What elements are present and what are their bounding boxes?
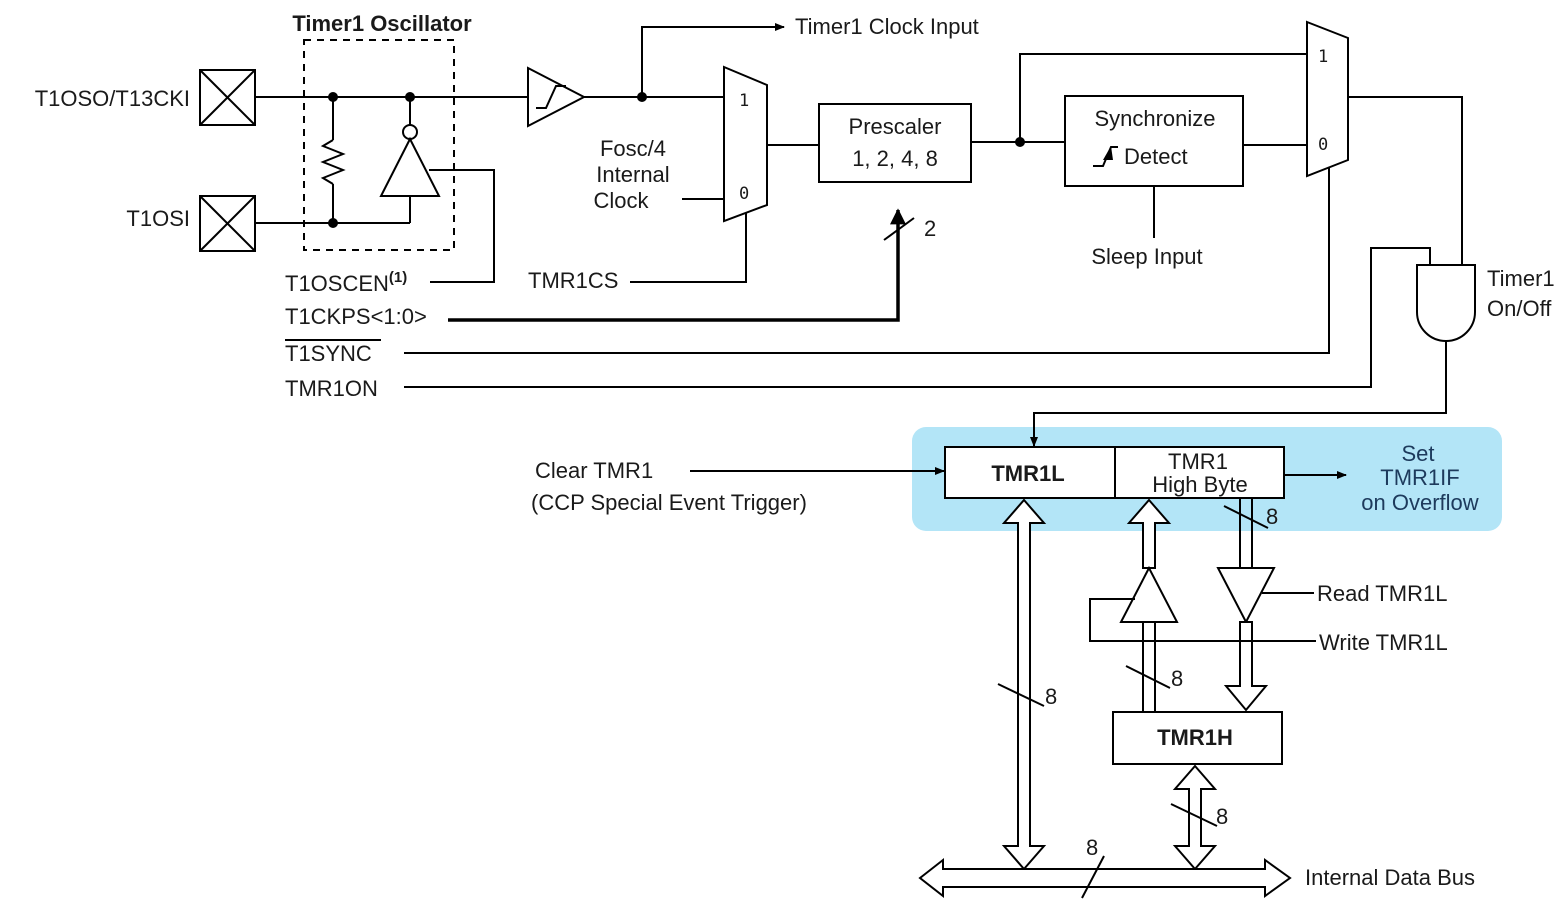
mux1-input-0: 0 <box>739 184 749 204</box>
prescaler-title: Prescaler <box>849 114 942 139</box>
fosc-line-2: Internal <box>596 162 669 187</box>
set-flag-line-3: on Overflow <box>1361 490 1478 515</box>
tmr1-high-line-2: High Byte <box>1152 472 1247 497</box>
prescaler-box <box>818 103 972 183</box>
hb-out-bus-width: 8 <box>1266 504 1278 529</box>
timer1-clock-input-label: Timer1 Clock Input <box>795 14 979 39</box>
resistor-icon <box>320 97 346 223</box>
clear-tmr1-line-2: (CCP Special Event Trigger) <box>531 490 807 515</box>
synchronize-title: Synchronize <box>1094 106 1215 131</box>
tmr1l-label: TMR1L <box>991 461 1064 486</box>
tmr1h-label: TMR1H <box>1157 725 1233 750</box>
tmr1cs-label: TMR1CS <box>528 268 618 293</box>
set-flag-line-2: TMR1IF <box>1380 465 1459 490</box>
prescaler-values: 1, 2, 4, 8 <box>852 146 938 171</box>
tmr1h-bus-width: 8 <box>1216 804 1228 829</box>
on-off-line-2: On/Off <box>1487 296 1552 321</box>
oscillator-dashed-box <box>303 39 455 251</box>
fosc-line-3: Clock <box>593 188 649 213</box>
t1oso-label: T1OSO/T13CKI <box>35 86 190 111</box>
tmr1l-bus-width: 8 <box>1045 684 1057 709</box>
clear-tmr1-line-1: Clear TMR1 <box>535 458 653 483</box>
tmr1-high-byte-register <box>1114 446 1285 499</box>
hb-in-bus-width: 8 <box>1171 666 1183 691</box>
tmr1on-label: TMR1ON <box>285 376 378 401</box>
read-tmr1l-label: Read TMR1L <box>1317 581 1447 606</box>
tmr1l-data-bus <box>1001 498 1047 871</box>
t1ckps-label: T1CKPS<1:0> <box>285 304 427 329</box>
t1osi-pin <box>199 195 256 252</box>
schmitt-buffer-icon <box>527 66 587 128</box>
prescaler-bus-width: 2 <box>924 216 936 241</box>
set-flag-line-1: Set <box>1401 441 1434 466</box>
tmr1h-data-bus <box>1172 764 1218 871</box>
write-tmr1l-label: Write TMR1L <box>1319 630 1448 655</box>
t1oscen-label: T1OSCEN(1) <box>285 269 407 296</box>
edge-detect-icon <box>1093 146 1118 167</box>
tmr1l-register <box>944 446 1116 499</box>
tmr1-high-line-1: TMR1 <box>1168 449 1228 474</box>
oscillator-title: Timer1 Oscillator <box>292 11 472 36</box>
clock-source-mux <box>723 65 768 223</box>
detect-label: Detect <box>1124 144 1188 169</box>
internal-data-bus <box>918 857 1292 899</box>
mux2-input-1: 1 <box>1318 47 1328 67</box>
data-bus-width: 8 <box>1086 835 1098 860</box>
write-buffer-icon <box>1119 565 1179 623</box>
on-off-and-gate-icon <box>1416 264 1476 342</box>
internal-data-bus-label: Internal Data Bus <box>1305 865 1475 890</box>
oscillator-inverter-icon <box>379 97 441 223</box>
on-off-line-1: Timer1 <box>1487 266 1555 291</box>
tmr1h-read-bus <box>1223 621 1269 712</box>
t1oso-pin <box>199 69 256 126</box>
t1osi-label: T1OSI <box>126 206 190 231</box>
read-buffer-icon <box>1216 567 1276 625</box>
mux1-input-1: 1 <box>739 91 749 111</box>
fosc-line-1: Fosc/4 <box>600 136 666 161</box>
mux2-input-0: 0 <box>1318 135 1328 155</box>
sync-select-mux <box>1306 20 1349 178</box>
tmr1h-register <box>1112 711 1283 765</box>
sleep-input-label: Sleep Input <box>1091 244 1202 269</box>
t1sync-label: T1SYNC <box>285 341 372 366</box>
